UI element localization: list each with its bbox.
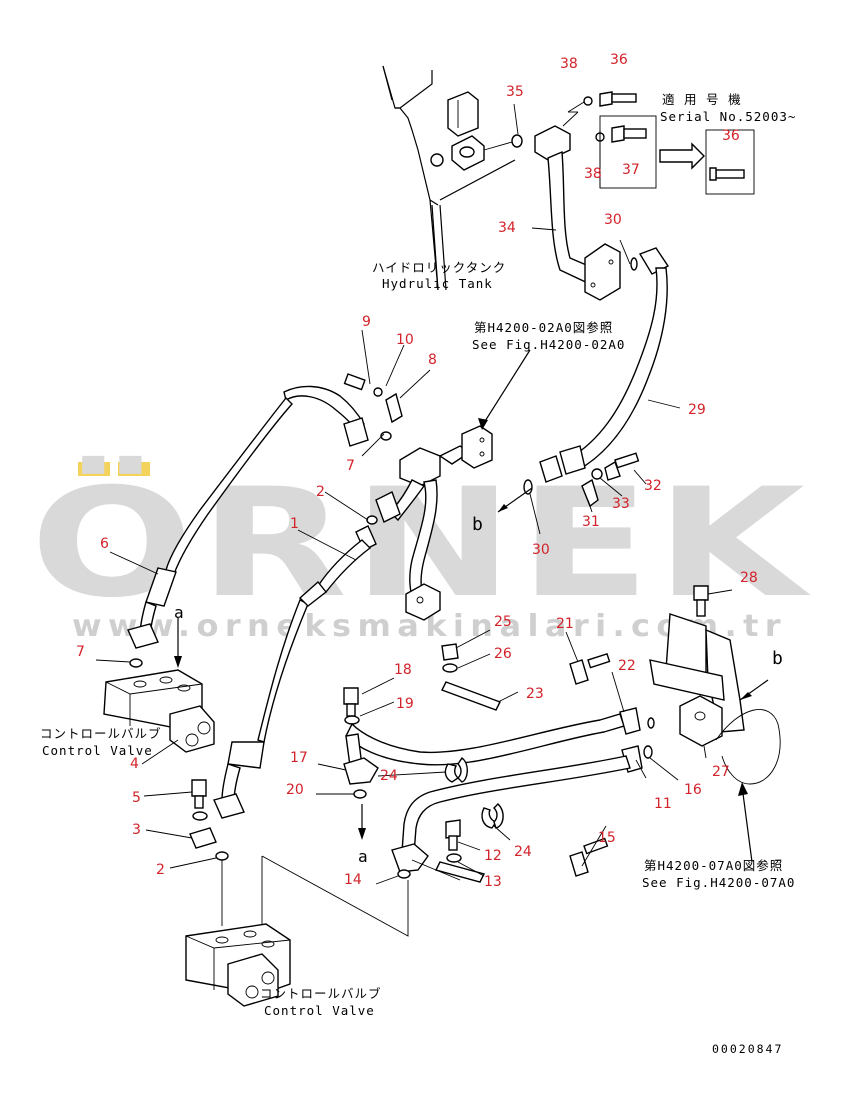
- callout-29: 29: [688, 402, 706, 418]
- control-valve-2-label-en: Control Valve: [264, 1003, 375, 1018]
- control-valve-2-label-jp: コントロールバルブ: [260, 986, 382, 1001]
- callout-13: 13: [484, 874, 502, 890]
- callout-30: 30: [532, 542, 550, 558]
- callout-36: 36: [722, 128, 740, 144]
- callout-17: 17: [290, 750, 308, 766]
- callout-14: 14: [344, 872, 362, 888]
- callout-15: 15: [598, 830, 616, 846]
- callout-23: 23: [526, 686, 544, 702]
- callout-16: 16: [684, 782, 702, 798]
- hose-29: [497, 247, 681, 535]
- callout-11: 11: [654, 796, 672, 812]
- callout-10: 10: [396, 332, 414, 348]
- callout-18: 18: [394, 662, 412, 678]
- serial-note-jp: 適 用 号 機: [662, 92, 742, 107]
- callout-20: 20: [286, 782, 304, 798]
- callout-5: 5: [132, 790, 141, 806]
- fig02-ref-en: See Fig.H4200-02A0: [472, 337, 625, 352]
- arrow-label-b-right: b: [772, 648, 784, 669]
- callout-28: 28: [740, 570, 758, 586]
- callout-24: 24: [514, 844, 532, 860]
- callout-2: 2: [316, 484, 325, 500]
- hose-6: [127, 396, 293, 668]
- center-pipe-assembly: [257, 373, 493, 743]
- callout-1: 1: [290, 516, 299, 532]
- tank-label-en: Hydrulic Tank: [382, 276, 493, 291]
- callout-24: 24: [380, 768, 398, 784]
- fig02-ref-jp: 第H4200-02A0図参照: [474, 320, 613, 335]
- control-valve-1: [103, 658, 215, 753]
- callout-7: 7: [346, 458, 355, 474]
- callout-35: 35: [506, 84, 524, 100]
- callout-38: 38: [560, 56, 578, 72]
- callout-21: 21: [556, 616, 574, 632]
- callout-7: 7: [76, 644, 85, 660]
- callout-33: 33: [612, 496, 630, 512]
- arrow-label-a-lower: a: [358, 847, 369, 866]
- leader-lines: [95, 103, 753, 885]
- callout-8: 8: [428, 352, 437, 368]
- annotations: 適 用 号 機 Serial No.52003~ ハイドロリックタンク Hydr…: [40, 92, 796, 1056]
- control-valve-1-label-jp: コントロールバルブ: [40, 726, 162, 741]
- drawing-number: 00020847: [712, 1042, 783, 1056]
- arrow-label-a-upper: a: [174, 603, 185, 622]
- lower-valve-fittings: [189, 741, 265, 926]
- arrow-label-b-left: b: [472, 514, 484, 535]
- callout-36: 36: [610, 52, 628, 68]
- callout-32: 32: [644, 478, 662, 494]
- fig07-ref-jp: 第H4200-07A0図参照: [644, 858, 783, 873]
- callout-4: 4: [130, 756, 139, 772]
- callout-34: 34: [498, 220, 516, 236]
- hydraulic-tank-drawing: [382, 65, 523, 291]
- callout-37: 37: [622, 162, 640, 178]
- block-27: [569, 585, 781, 877]
- callout-27: 27: [712, 764, 730, 780]
- control-valve-2: [185, 855, 409, 1007]
- callout-3: 3: [132, 822, 141, 838]
- callout-19: 19: [396, 696, 414, 712]
- callout-30: 30: [604, 212, 622, 228]
- callout-6: 6: [100, 536, 109, 552]
- callout-25: 25: [494, 614, 512, 630]
- fig07-ref-en: See Fig.H4200-07A0: [642, 875, 795, 890]
- callout-31: 31: [582, 514, 600, 530]
- serial-note-en: Serial No.52003~: [660, 109, 796, 124]
- callout-2: 2: [156, 862, 165, 878]
- callout-38: 38: [584, 166, 602, 182]
- tank-label-jp: ハイドロリックタンク: [372, 260, 506, 275]
- callout-12: 12: [484, 848, 502, 864]
- watermark-accent-left: [78, 462, 110, 476]
- callout-22: 22: [618, 658, 636, 674]
- watermark-accent-right: [118, 462, 150, 476]
- callout-numbers: 1 2 2 3 4 5 6 7 7 8 9 10 11 12 13 14 15 …: [76, 52, 758, 890]
- callout-26: 26: [494, 646, 512, 662]
- clamps: [434, 643, 504, 883]
- suction-pipe-34: [534, 91, 755, 301]
- return-pipes: [343, 687, 643, 881]
- control-valve-1-label-en: Control Valve: [42, 743, 153, 758]
- callout-9: 9: [362, 314, 371, 330]
